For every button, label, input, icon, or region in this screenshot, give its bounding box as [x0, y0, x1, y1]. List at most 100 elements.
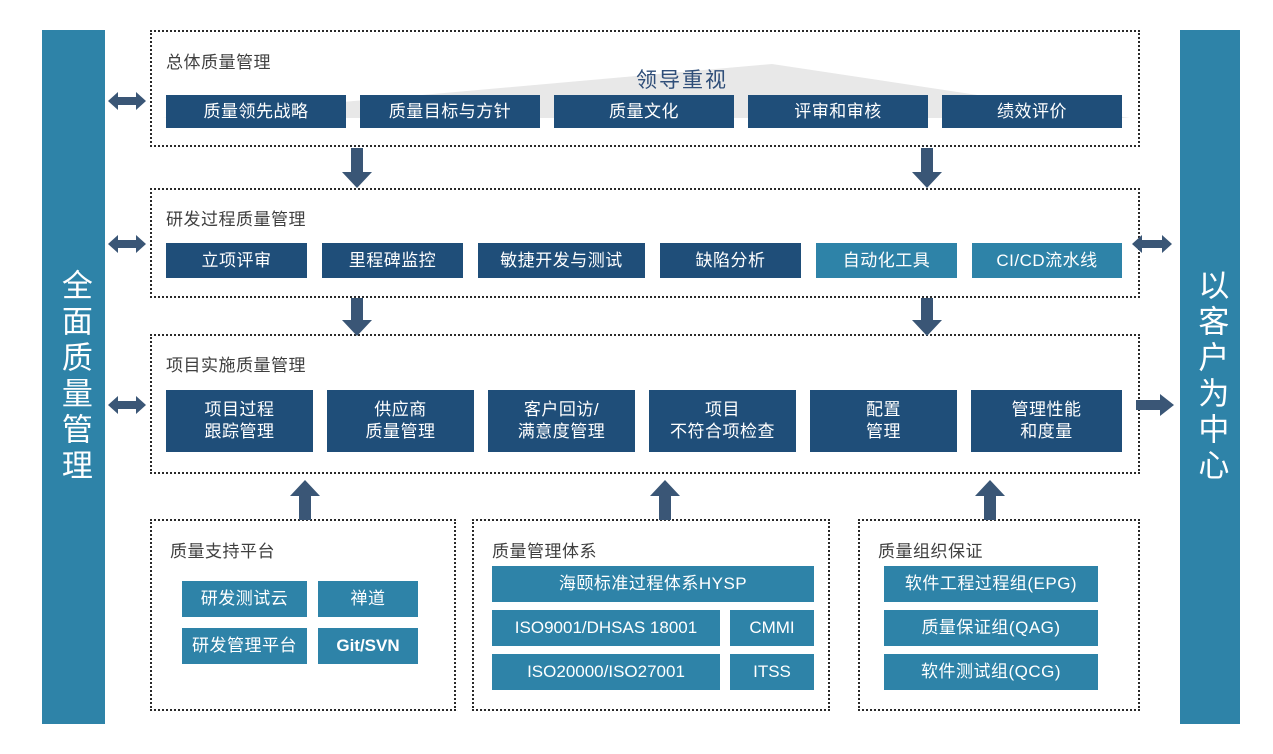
- pillar-left-total-quality-management: 全面质量管理: [42, 30, 105, 724]
- chip-management-performance-metrics[interactable]: 管理性能 和度量: [971, 390, 1122, 452]
- chip-label: CMMI: [749, 618, 795, 638]
- chip-label-line1: 配置: [866, 400, 901, 420]
- chip-label-line2: 满意度管理: [517, 422, 606, 441]
- arrow-down-icon: [912, 298, 942, 336]
- chip-agile-dev-and-test[interactable]: 敏捷开发与测试: [478, 243, 645, 278]
- chip-label: 质量保证组(QAG): [921, 618, 1061, 638]
- chip-milestone-monitoring[interactable]: 里程碑监控: [322, 243, 463, 278]
- section-rd-title: 研发过程质量管理: [166, 210, 306, 229]
- chip-quality-leading-strategy[interactable]: 质量领先战略: [166, 95, 346, 128]
- arrow-left-link-overall: [108, 89, 146, 118]
- chip-cicd-pipeline[interactable]: CI/CD流水线: [972, 243, 1122, 278]
- chip-project-process-tracking[interactable]: 项目过程 跟踪管理: [166, 390, 313, 452]
- chip-qag-quality-assurance-group[interactable]: 质量保证组(QAG): [884, 610, 1098, 646]
- arrow-platform-to-project: [290, 480, 320, 525]
- chip-label: 里程碑监控: [348, 250, 437, 270]
- arrow-right-icon: [1136, 394, 1174, 416]
- chip-label: 评审和审核: [794, 101, 882, 121]
- arrow-up-icon: [290, 480, 320, 520]
- chip-label: 质量领先战略: [203, 101, 309, 121]
- pillar-right-label: 以客户为中心: [1193, 269, 1229, 485]
- group-system-title: 质量管理体系: [492, 542, 597, 561]
- chip-label: ITSS: [753, 662, 791, 682]
- chip-project-initiation-review[interactable]: 立项评审: [166, 243, 307, 278]
- chip-label: 质量文化: [609, 101, 679, 121]
- group-quality-support-platform: 质量支持平台 研发测试云 禅道 研发管理平台 Git/SVN: [150, 519, 456, 711]
- chip-automation-tools[interactable]: 自动化工具: [816, 243, 957, 278]
- group-quality-organization-assurance: 质量组织保证 软件工程过程组(EPG) 质量保证组(QAG) 软件测试组(QCG…: [858, 519, 1140, 711]
- chip-epg-engineering-process-group[interactable]: 软件工程过程组(EPG): [884, 566, 1098, 602]
- chip-label-line1: 项目过程: [204, 400, 275, 420]
- arrow-org-to-project: [975, 480, 1005, 525]
- section-overall-title: 总体质量管理: [166, 53, 271, 72]
- arrow-down-icon: [342, 148, 372, 188]
- chip-label: Git/SVN: [336, 636, 400, 656]
- group-platform-title: 质量支持平台: [170, 542, 275, 561]
- chip-label-line1: 管理性能: [1011, 400, 1082, 420]
- section-project-implementation-quality-management: 项目实施质量管理 项目过程 跟踪管理 供应商 质量管理 客户回访/ 满意度管理 …: [150, 334, 1140, 474]
- chip-performance-evaluation[interactable]: 绩效评价: [942, 95, 1122, 128]
- chip-label: 自动化工具: [842, 250, 931, 270]
- chip-supplier-quality-management[interactable]: 供应商 质量管理: [327, 390, 474, 452]
- chip-label: 禅道: [350, 589, 386, 609]
- chip-label: 研发管理平台: [192, 636, 297, 656]
- chip-zentao[interactable]: 禅道: [318, 581, 418, 617]
- double-arrow-horizontal-icon: [108, 92, 146, 110]
- chip-quality-culture[interactable]: 质量文化: [554, 95, 734, 128]
- arrow-left-link-rd: [108, 232, 146, 261]
- arrow-up-icon: [650, 480, 680, 520]
- pillar-left-label: 全面质量管理: [56, 269, 92, 485]
- pillar-right-customer-centric: 以客户为中心: [1180, 30, 1240, 724]
- chip-label: ISO9001/DHSAS 18001: [514, 618, 698, 638]
- chip-rd-test-cloud[interactable]: 研发测试云: [182, 581, 307, 617]
- chip-review-and-audit[interactable]: 评审和审核: [748, 95, 928, 128]
- chip-label-line2: 质量管理: [365, 422, 436, 441]
- chip-label-line2: 管理: [866, 422, 901, 441]
- arrow-rd-to-project-1: [342, 298, 372, 341]
- chip-label-line2: 和度量: [1020, 422, 1073, 441]
- arrow-overall-to-rd-2: [912, 148, 942, 193]
- arrow-down-icon: [342, 298, 372, 336]
- chip-iso20000-iso27001[interactable]: ISO20000/ISO27001: [492, 654, 720, 690]
- chip-label: 海颐标准过程体系HYSP: [558, 574, 748, 594]
- chip-label: 立项评审: [201, 250, 272, 270]
- chip-qcg-software-test-group[interactable]: 软件测试组(QCG): [884, 654, 1098, 690]
- chip-label: CI/CD流水线: [996, 250, 1098, 270]
- group-org-title: 质量组织保证: [878, 542, 983, 561]
- group-quality-management-system: 质量管理体系 海颐标准过程体系HYSP ISO9001/DHSAS 18001 …: [472, 519, 830, 711]
- chip-quality-goals-policy[interactable]: 质量目标与方针: [360, 95, 540, 128]
- arrow-right-link-rd: [1132, 232, 1172, 261]
- arrow-system-to-project: [650, 480, 680, 525]
- section-project-title: 项目实施质量管理: [166, 356, 306, 375]
- chip-label: 质量目标与方针: [388, 101, 512, 121]
- double-arrow-horizontal-icon: [108, 235, 146, 253]
- chip-defect-analysis[interactable]: 缺陷分析: [660, 243, 801, 278]
- leadership-banner-label: 领导重视: [636, 69, 728, 92]
- chip-label: 缺陷分析: [695, 250, 766, 270]
- chip-git-svn[interactable]: Git/SVN: [318, 628, 418, 664]
- arrow-overall-to-rd-1: [342, 148, 372, 193]
- chip-configuration-management[interactable]: 配置 管理: [810, 390, 957, 452]
- chip-cmmi[interactable]: CMMI: [730, 610, 814, 646]
- section-overall-quality-management: 总体质量管理 领导重视 质量领先战略 质量目标与方针 质量文化 评审和审核 绩效…: [150, 30, 1140, 147]
- chip-label-line2: 不符合项检查: [670, 422, 775, 441]
- chip-label-line1: 供应商: [374, 400, 427, 420]
- arrow-up-icon: [975, 480, 1005, 520]
- chip-rd-management-platform[interactable]: 研发管理平台: [182, 628, 307, 664]
- arrow-right-link-project: [1136, 393, 1174, 422]
- chip-label-line2: 跟踪管理: [204, 422, 275, 441]
- chip-itss[interactable]: ITSS: [730, 654, 814, 690]
- double-arrow-horizontal-icon: [1132, 235, 1172, 253]
- section-rd-process-quality-management: 研发过程质量管理 立项评审 里程碑监控 敏捷开发与测试 缺陷分析 自动化工具 C…: [150, 188, 1140, 298]
- arrow-left-link-project: [108, 393, 146, 422]
- chip-label: ISO20000/ISO27001: [527, 662, 685, 682]
- chip-project-nonconformity-check[interactable]: 项目 不符合项检查: [649, 390, 796, 452]
- chip-iso9001-dhsas18001[interactable]: ISO9001/DHSAS 18001: [492, 610, 720, 646]
- chip-customer-revisit-satisfaction[interactable]: 客户回访/ 满意度管理: [488, 390, 635, 452]
- chip-label: 敏捷开发与测试: [500, 250, 623, 270]
- chip-label: 软件测试组(QCG): [920, 662, 1062, 682]
- chip-label: 绩效评价: [997, 101, 1067, 121]
- chip-label: 软件工程过程组(EPG): [904, 574, 1078, 594]
- double-arrow-horizontal-icon: [108, 396, 146, 414]
- chip-hysp-standard-process-system[interactable]: 海颐标准过程体系HYSP: [492, 566, 814, 602]
